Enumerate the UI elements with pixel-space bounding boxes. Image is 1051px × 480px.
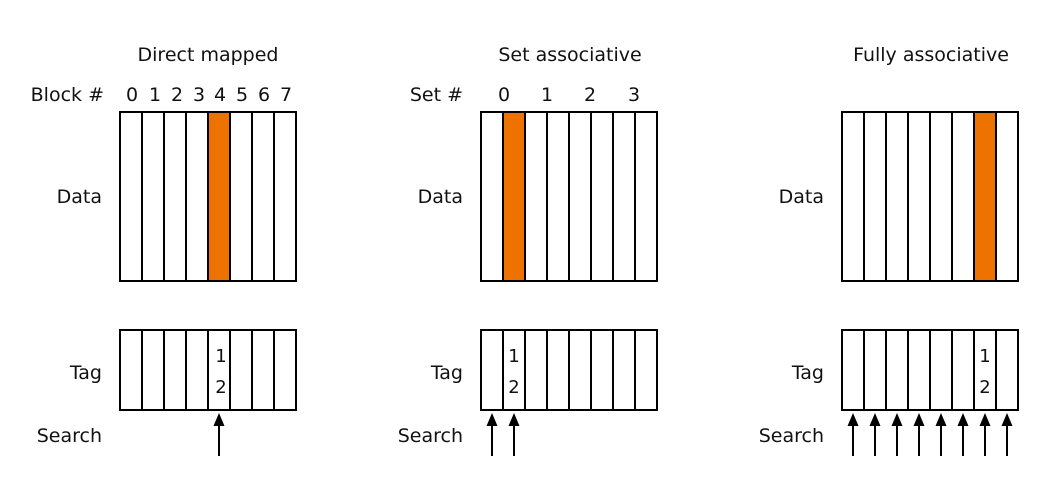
search-row-label: Search (398, 425, 463, 447)
set-number: 1 (541, 84, 553, 106)
set-number: 3 (628, 84, 640, 106)
data-row-label: Data (57, 186, 102, 208)
data-row-label: Data (779, 186, 824, 208)
block-index-numbers: 0 1 2 3 4 5 6 7 (126, 84, 292, 106)
set-number: 0 (498, 84, 510, 106)
block-number: 6 (258, 84, 270, 106)
data-block-highlighted (209, 112, 231, 281)
panel-fully-associative: Fully associative Data Tag 1 2 Search (759, 44, 1019, 456)
set-index-label: Set # (410, 84, 463, 106)
block-number: 2 (171, 84, 183, 106)
search-arrows (486, 413, 520, 456)
data-array (119, 111, 297, 282)
block-number: 0 (126, 84, 138, 106)
tag-row-label: Tag (791, 362, 824, 384)
search-arrows (847, 413, 1013, 456)
tag-block-dividers (141, 330, 275, 410)
data-block-highlighted (974, 112, 996, 281)
search-arrow (913, 413, 925, 456)
tag-digit: 1 (215, 346, 226, 367)
panel-direct-mapped: Direct mapped Block # 0 1 2 3 4 5 6 7 Da… (31, 44, 297, 456)
search-arrow (957, 413, 969, 456)
search-arrow (979, 413, 991, 456)
search-arrow (847, 413, 859, 456)
set-index-numbers: 0 1 2 3 (498, 84, 640, 106)
search-arrow (508, 413, 520, 456)
panel-title: Direct mapped (138, 44, 279, 66)
search-row-label: Search (759, 425, 824, 447)
search-row-label: Search (37, 425, 102, 447)
block-number: 1 (149, 84, 161, 106)
search-arrow (869, 413, 881, 456)
data-block-dividers (141, 112, 275, 281)
block-number: 3 (193, 84, 205, 106)
tag-digit: 2 (508, 377, 519, 398)
search-arrow (213, 413, 225, 456)
data-array (480, 111, 658, 282)
tag-row-label: Tag (69, 362, 102, 384)
block-index-label: Block # (31, 84, 104, 106)
set-number: 2 (584, 84, 596, 106)
search-arrow (486, 413, 498, 456)
data-block-highlighted (503, 112, 525, 281)
tag-digit: 2 (215, 377, 226, 398)
block-number: 5 (236, 84, 248, 106)
tag-block-dividers (502, 330, 636, 410)
data-row-label: Data (418, 186, 463, 208)
tag-digit: 1 (979, 346, 990, 367)
search-arrow (935, 413, 947, 456)
data-block-dividers (502, 112, 636, 281)
search-arrows (213, 413, 225, 456)
panel-set-associative: Set associative Set # 0 1 2 3 Data Tag 1… (398, 44, 658, 456)
block-number: 7 (280, 84, 292, 106)
tag-array: 1 2 (841, 329, 1019, 411)
search-arrow (1001, 413, 1013, 456)
tag-digit: 2 (979, 377, 990, 398)
search-arrow (891, 413, 903, 456)
tag-row-label: Tag (430, 362, 463, 384)
panel-title: Set associative (498, 44, 641, 66)
data-array (841, 111, 1019, 282)
tag-digit: 1 (508, 346, 519, 367)
tag-block-dividers (863, 330, 997, 410)
block-number: 4 (214, 84, 226, 106)
panel-title: Fully associative (853, 44, 1009, 66)
tag-array: 1 2 (119, 329, 297, 411)
tag-array: 1 2 (480, 329, 658, 411)
data-block-dividers (863, 112, 997, 281)
